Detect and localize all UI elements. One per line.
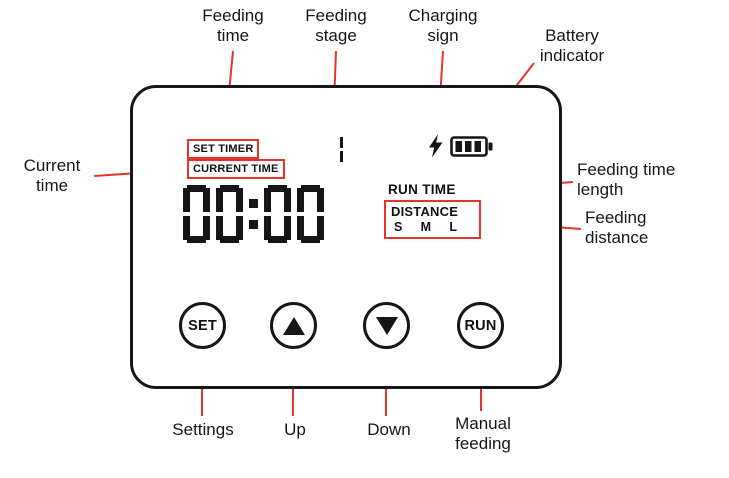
triangle-down-icon [375,316,398,335]
callout-charging-sign: Charging sign [408,6,478,46]
callout-feeding-stage: Feeding stage [305,6,367,46]
distance-label: DISTANCE [391,204,459,219]
callout-battery-indicator: Battery indicator [539,26,605,66]
set-button[interactable]: SET [179,302,226,349]
up-button[interactable] [270,302,317,349]
battery-icon [450,136,493,162]
run-time-label: RUN TIME [388,182,456,197]
run-button[interactable]: RUN [457,302,504,349]
distance-level-m: M [420,220,432,234]
run-button-label: RUN [464,317,497,334]
distance-level-s: S [394,220,403,234]
triangle-up-icon [282,316,305,335]
distance-levels: S M L [391,219,475,234]
set-timer-indicator: SET TIMER [187,139,260,159]
callout-manual-feeding: Manual feeding [455,414,511,454]
current-time-indicator: CURRENT TIME [187,159,285,179]
callout-feeding-time-length: Feeding time length [577,160,676,200]
distance-level-l: L [449,220,457,234]
set-button-label: SET [188,317,217,334]
lcd-time [183,185,324,243]
callout-down: Down [367,420,411,439]
callout-feeding-time: Feeding time [202,6,264,46]
callout-feeding-distance: Feeding distance [585,208,649,248]
callout-settings: Settings [172,420,234,439]
lcd-stage [330,136,343,168]
lightning-icon [429,134,444,163]
distance-indicator: DISTANCE S M L [384,200,481,239]
callout-up: Up [284,420,306,439]
down-button[interactable] [363,302,410,349]
callout-current-time: Current time [23,156,81,196]
